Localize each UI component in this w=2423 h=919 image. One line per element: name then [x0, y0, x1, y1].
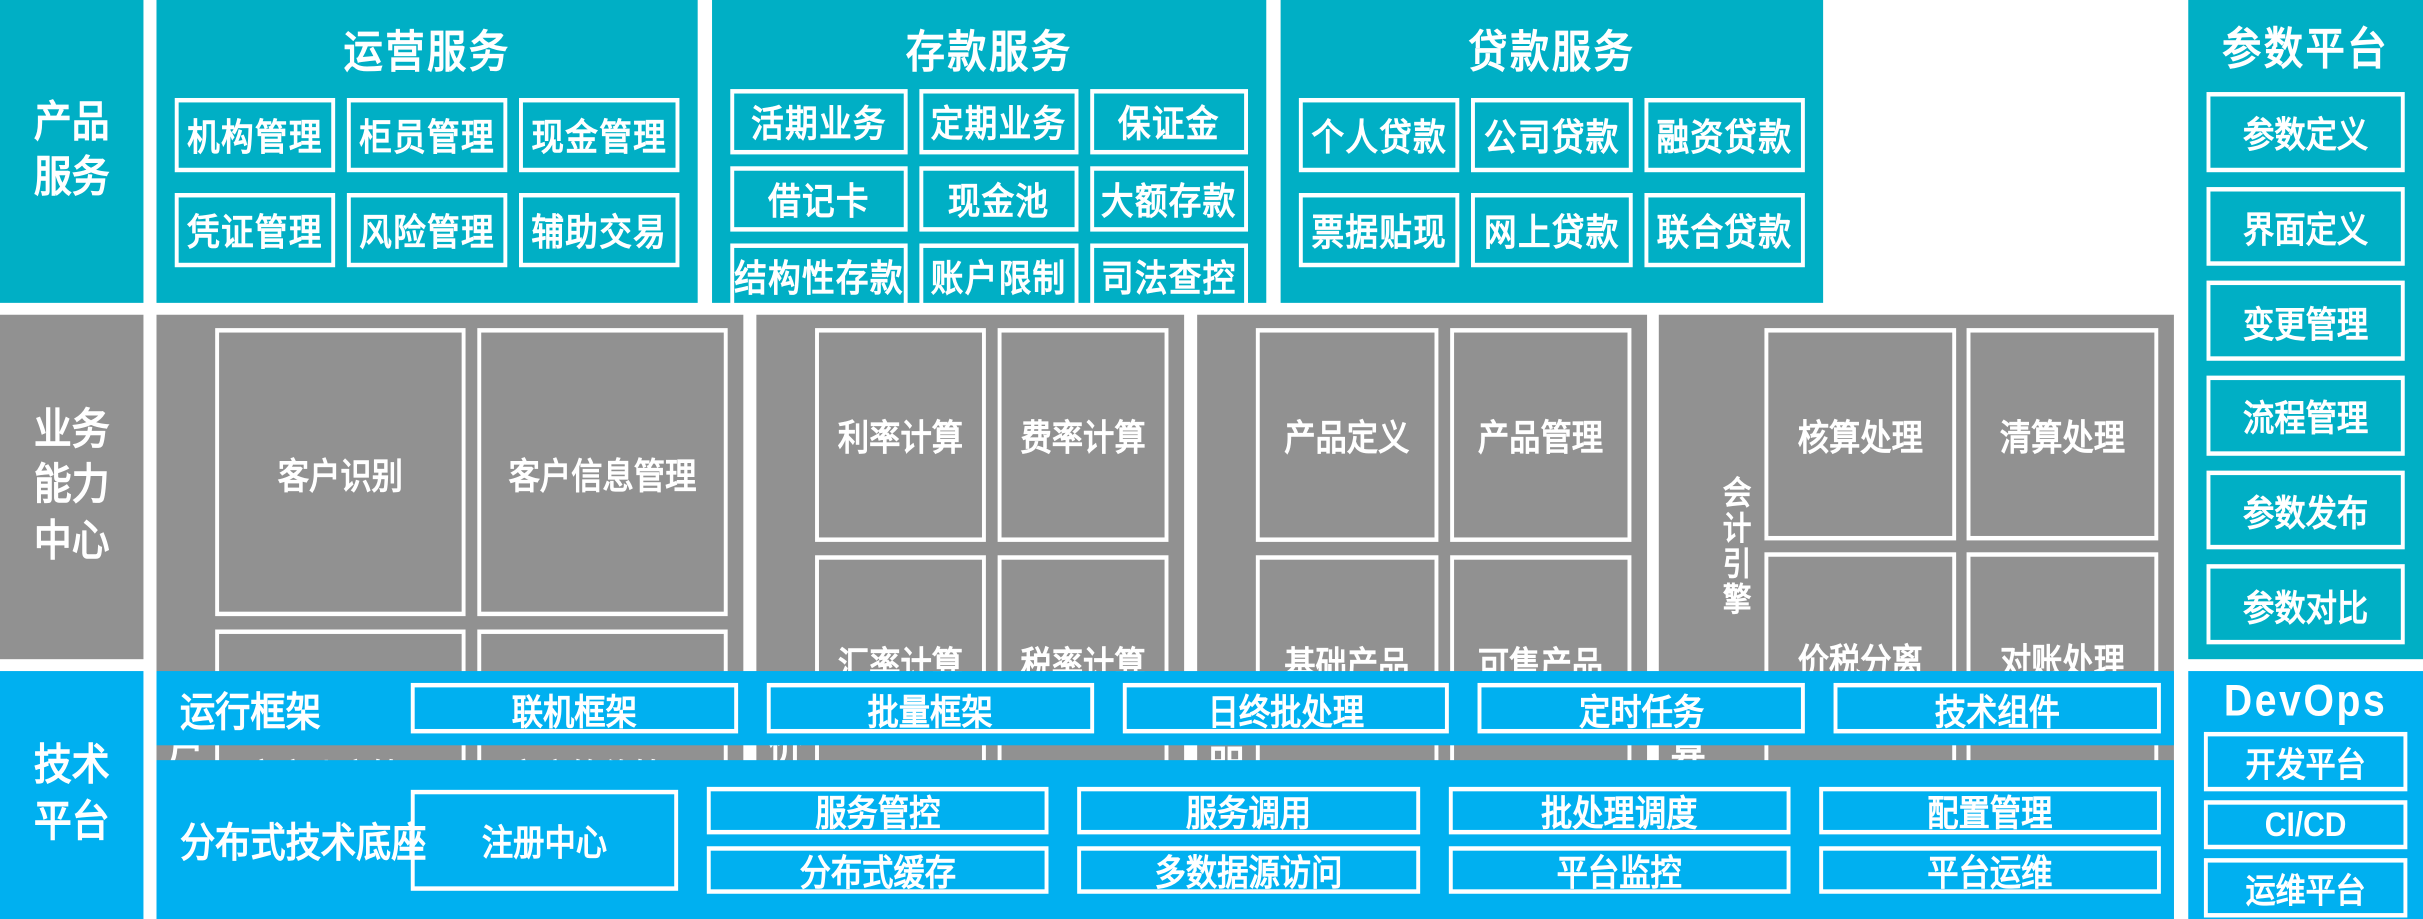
cell-accounting-a-1[interactable]: 清算处理	[1966, 328, 2159, 541]
cell-product-0[interactable]: 产品定义	[1255, 328, 1438, 542]
tile-operations-0[interactable]: 机构管理	[174, 97, 336, 173]
devops-item-1[interactable]: CI/CD	[2203, 800, 2408, 850]
param-item-3[interactable]: 流程管理	[2206, 375, 2405, 456]
tech-dist-bot-1[interactable]: 多数据源访问	[1077, 845, 1420, 894]
tile-loan-1[interactable]: 公司贷款	[1471, 97, 1633, 173]
param-item-1[interactable]: 界面定义	[2206, 186, 2405, 267]
tile-deposit-4[interactable]: 现金池	[919, 166, 1078, 232]
layer-label-capability: 业务 能力 中心	[0, 314, 144, 660]
tech-dist-top-2[interactable]: 批处理调度	[1448, 786, 1791, 834]
tech-runtime-1[interactable]: 批量框架	[766, 682, 1094, 734]
tech-dist-bot-3[interactable]: 平台运维	[1818, 845, 2161, 894]
param-item-5[interactable]: 参数对比	[2206, 564, 2405, 645]
devops-item-2[interactable]: 运维平台	[2203, 858, 2408, 918]
tech-runtime-0[interactable]: 联机框架	[410, 682, 738, 734]
cell-accounting-a-0[interactable]: 核算处理	[1764, 328, 1957, 541]
center-sublabel-accounting-engine: 会计引擎	[1718, 475, 1752, 618]
cell-customer-0[interactable]: 客户识别	[215, 328, 466, 617]
cell-pricing-1[interactable]: 费率计算	[997, 328, 1169, 542]
tech-runtime-4[interactable]: 技术组件	[1833, 682, 2161, 734]
tile-operations-1[interactable]: 柜员管理	[346, 97, 508, 173]
devops-item-0[interactable]: 开发平台	[2203, 731, 2408, 792]
group-deposit-services: 存款服务 活期业务 定期业务 保证金 借记卡 现金池 大额存款 结构性存款 账户…	[712, 0, 1267, 309]
tile-deposit-5[interactable]: 大额存款	[1089, 166, 1249, 232]
tile-loan-0[interactable]: 个人贷款	[1298, 97, 1460, 173]
technical-sublabel-distributed: 分布式技术底座	[179, 821, 427, 866]
technical-row-distributed: 分布式技术底座 注册中心 服务管控 服务调用 批处理调度 配置管理 分布式缓存 …	[156, 760, 2174, 919]
technical-row-runtime: 运行框架 联机框架 批量框架 日终批处理 定时任务 技术组件	[156, 671, 2174, 746]
tile-loan-5[interactable]: 联合贷款	[1644, 193, 1805, 268]
layer-label-capability-line3: 中心	[33, 517, 110, 565]
param-item-0[interactable]: 参数定义	[2206, 92, 2405, 172]
panel-devops: DevOps 开发平台 CI/CD 运维平台	[2188, 671, 2423, 919]
layer-label-technical-line2: 平台	[33, 798, 110, 846]
tile-deposit-2[interactable]: 保证金	[1089, 89, 1249, 155]
tile-deposit-8[interactable]: 司法查控	[1089, 243, 1249, 309]
group-title-operations: 运营服务	[343, 28, 511, 78]
tech-dist-top-1[interactable]: 服务调用	[1077, 786, 1420, 834]
cell-customer-1[interactable]: 客户信息管理	[477, 328, 728, 617]
layer-label-product: 产品 服务	[0, 0, 144, 303]
tech-dist-top-0[interactable]: 服务管控	[706, 786, 1049, 834]
cell-pricing-0[interactable]: 利率计算	[815, 328, 986, 542]
tile-deposit-6[interactable]: 结构性存款	[730, 243, 908, 309]
tech-dist-bot-0[interactable]: 分布式缓存	[706, 845, 1049, 894]
panel-parameter-platform: 参数平台 参数定义 界面定义 变更管理 流程管理 参数发布 参数对比	[2188, 0, 2423, 660]
layer-label-technical: 技术 平台	[0, 671, 144, 919]
tech-registry-center[interactable]: 注册中心	[410, 789, 679, 891]
group-loan-services: 贷款服务 个人贷款 公司贷款 融资贷款 票据贴现 网上贷款 联合贷款	[1280, 0, 1824, 303]
technical-sublabel-runtime: 运行框架	[179, 689, 321, 735]
group-title-loan: 贷款服务	[1468, 28, 1636, 78]
panel-title-parameter-platform: 参数平台	[2222, 25, 2390, 75]
layer-label-product-line1: 产品	[33, 99, 110, 147]
tile-operations-2[interactable]: 现金管理	[519, 97, 680, 173]
cell-product-1[interactable]: 产品管理	[1449, 328, 1632, 542]
tile-operations-4[interactable]: 风险管理	[346, 193, 508, 268]
group-title-deposit: 存款服务	[905, 28, 1073, 78]
tile-deposit-0[interactable]: 活期业务	[730, 89, 908, 155]
tech-dist-bot-2[interactable]: 平台监控	[1448, 845, 1791, 894]
tech-runtime-2[interactable]: 日终批处理	[1122, 682, 1450, 734]
layer-label-technical-line1: 技术	[33, 742, 110, 791]
tile-loan-2[interactable]: 融资贷款	[1644, 97, 1805, 173]
tile-loan-4[interactable]: 网上贷款	[1471, 193, 1633, 268]
tile-loan-3[interactable]: 票据贴现	[1298, 193, 1460, 268]
tile-operations-3[interactable]: 凭证管理	[174, 193, 336, 268]
tile-deposit-7[interactable]: 账户限制	[919, 243, 1078, 309]
layer-label-capability-line2: 能力	[33, 462, 110, 510]
tile-deposit-3[interactable]: 借记卡	[730, 166, 908, 232]
tile-operations-5[interactable]: 辅助交易	[519, 193, 680, 268]
layer-label-capability-line1: 业务	[33, 407, 110, 455]
group-operations-services: 运营服务 机构管理 柜员管理 现金管理 凭证管理 风险管理 辅助交易	[156, 0, 698, 303]
param-item-2[interactable]: 变更管理	[2206, 281, 2405, 361]
layer-label-product-line2: 服务	[33, 154, 110, 202]
panel-title-devops: DevOps	[2223, 677, 2388, 726]
param-item-4[interactable]: 参数发布	[2206, 470, 2405, 550]
tile-deposit-1[interactable]: 定期业务	[919, 89, 1078, 155]
tech-runtime-3[interactable]: 定时任务	[1478, 682, 1806, 734]
tech-dist-top-3[interactable]: 配置管理	[1818, 786, 2161, 834]
